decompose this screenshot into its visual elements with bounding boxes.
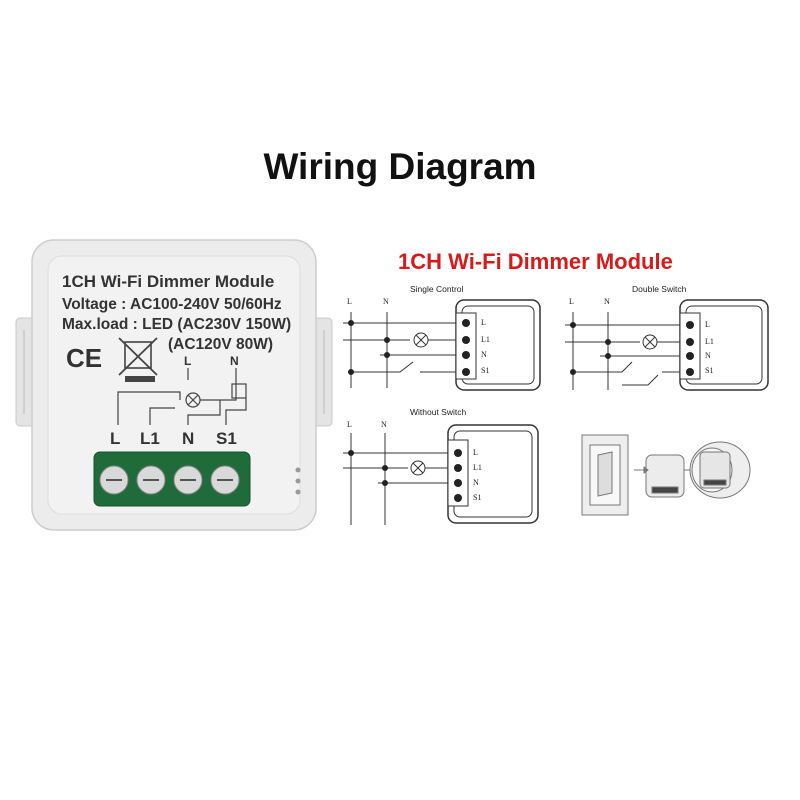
module-terminal-label: S1	[216, 429, 237, 448]
module-title: 1CH Wi-Fi Dimmer Module	[62, 272, 275, 291]
ce-mark: CE	[66, 343, 103, 373]
terminal-label: S1	[705, 366, 714, 375]
panel-single-control-dots	[348, 319, 470, 376]
terminal-label: L1	[473, 463, 482, 472]
line-label: N	[381, 420, 387, 429]
terminal-label: S1	[481, 366, 490, 375]
terminal-label: L	[705, 320, 710, 329]
terminal-screws	[99, 465, 240, 495]
panel-without-switch-dots	[348, 449, 462, 502]
terminal-label: L	[481, 318, 486, 327]
page-title: Wiring Diagram	[263, 146, 537, 187]
line-label: L	[569, 297, 574, 306]
terminal-label: S1	[473, 493, 482, 502]
installation-illustration	[581, 434, 751, 516]
panel-caption: Without Switch	[410, 407, 467, 417]
terminal-label: L1	[705, 337, 714, 346]
module-terminal-label: L1	[140, 429, 160, 448]
module-mini-l: L	[184, 354, 192, 368]
terminal-label: N	[705, 351, 711, 360]
panel-single-control	[343, 299, 541, 391]
module-terminal-label: N	[182, 429, 195, 448]
module-voltage: Voltage : AC100-240V 50/60Hz	[62, 296, 282, 313]
module-maxload-us: (AC120V 80W)	[168, 336, 274, 353]
panel-caption: Single Control	[410, 284, 464, 294]
module-maxload: Max.load : LED (AC230V 150W)	[62, 316, 292, 333]
line-label: L	[347, 420, 352, 429]
panel-double-switch-dots	[570, 321, 694, 376]
line-label: N	[604, 297, 610, 306]
terminal-label: N	[481, 350, 487, 359]
diagram-title: 1CH Wi-Fi Dimmer Module	[398, 249, 673, 274]
module-photo	[15, 239, 333, 531]
module-terminal-label: L	[110, 429, 121, 448]
module-mini-n: N	[230, 354, 239, 368]
terminal-label: N	[473, 478, 479, 487]
weee-bin-icon	[118, 337, 158, 382]
terminal-label: L1	[481, 335, 490, 344]
panel-double-switch	[565, 299, 769, 391]
module-mini-schematic	[117, 368, 247, 425]
line-label: N	[383, 297, 389, 306]
panel-without-switch	[343, 424, 539, 525]
terminal-label: L	[473, 448, 478, 457]
line-label: L	[347, 297, 352, 306]
panel-caption: Double Switch	[632, 284, 687, 294]
